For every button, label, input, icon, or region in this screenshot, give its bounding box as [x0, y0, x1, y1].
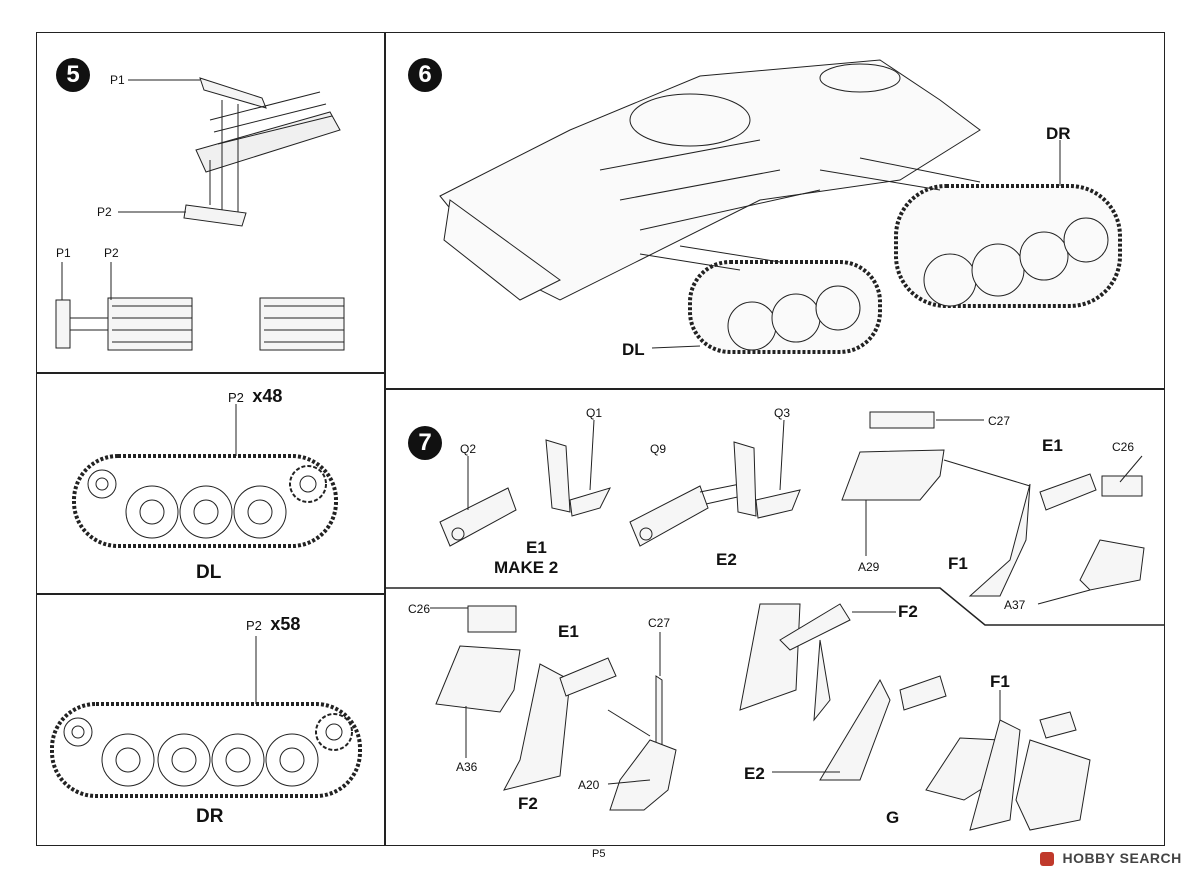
label-e1-right: E1: [1042, 436, 1063, 455]
label-e1-make2-a: E1: [526, 538, 547, 557]
step5-panel: [36, 32, 386, 374]
step8-label-g: G: [886, 808, 900, 827]
hull-drawing: [439, 59, 981, 301]
step8-label-c26: C26: [408, 602, 431, 616]
label-q3: Q3: [774, 406, 791, 420]
watermark-text: HOBBY SEARCH: [1062, 850, 1182, 866]
dr-track-installed: [894, 184, 1122, 308]
track-strip-drawing: [55, 297, 345, 351]
dozer-blade-e1-drawing: [841, 411, 1145, 597]
q3-part-drawing: [733, 441, 801, 519]
dl-track-name: DL: [196, 562, 222, 583]
logo-icon: [1040, 851, 1054, 866]
label-a37: A37: [1004, 598, 1026, 612]
label-p1-bottom: P1: [56, 246, 71, 260]
label-c26: C26: [1112, 440, 1135, 454]
f2-assembly-drawing: [435, 605, 677, 811]
label-q2: Q2: [460, 442, 477, 456]
dl-part-label: P2: [228, 390, 244, 405]
dr-track-drawing: [50, 702, 362, 798]
dr-part-callout: P2 x58: [246, 614, 300, 635]
label-q1: Q1: [586, 406, 603, 420]
label-e2: E2: [716, 550, 737, 569]
step8-label-c27: C27: [648, 616, 671, 630]
step8-label-f2: F2: [518, 794, 538, 813]
q1-part-drawing: [545, 439, 611, 517]
step8-label-e2: E2: [744, 764, 765, 783]
dr-track-panel: [36, 593, 386, 846]
track-link-assembly-drawing: [183, 77, 341, 227]
step7-8-panel: [384, 388, 1165, 846]
label-f1: F1: [948, 554, 968, 573]
dr-track-name: DR: [196, 806, 224, 827]
watermark: HOBBY SEARCH: [1040, 850, 1182, 868]
dr-part-label: P2: [246, 618, 262, 633]
label-e1-make2-b: MAKE 2: [494, 558, 559, 577]
label-c27: C27: [988, 414, 1011, 428]
step-number-7: 7: [408, 426, 442, 460]
step-number-6: 6: [408, 58, 442, 92]
step8-label-f2-right: F2: [898, 602, 918, 621]
step8-label-a20: A20: [578, 778, 600, 792]
dl-track-drawing: [72, 454, 338, 548]
step6-label-dr: DR: [1046, 124, 1071, 143]
dl-track-installed: [688, 260, 882, 354]
label-p2-top: P2: [97, 205, 112, 219]
g-assembly-drawing: [739, 603, 1091, 831]
step6-panel: [384, 32, 1165, 390]
step8-label-e1: E1: [558, 622, 579, 641]
dr-quantity: x58: [270, 614, 301, 634]
step8-label-a36: A36: [456, 760, 478, 774]
page-number: P5: [592, 848, 606, 860]
q9-part-drawing: [629, 485, 709, 547]
step6-label-dl: DL: [622, 340, 645, 359]
label-q9: Q9: [650, 442, 667, 456]
label-p2-bottom: P2: [104, 246, 119, 260]
q2-part-drawing: [439, 487, 517, 547]
label-p1-top: P1: [110, 73, 125, 87]
dl-track-panel: [36, 372, 386, 595]
dl-part-callout: P2 x48: [228, 386, 282, 407]
dl-quantity: x48: [252, 386, 283, 406]
label-a29: A29: [858, 560, 880, 574]
step8-label-f1: F1: [990, 672, 1010, 691]
step-number-5: 5: [56, 58, 90, 92]
